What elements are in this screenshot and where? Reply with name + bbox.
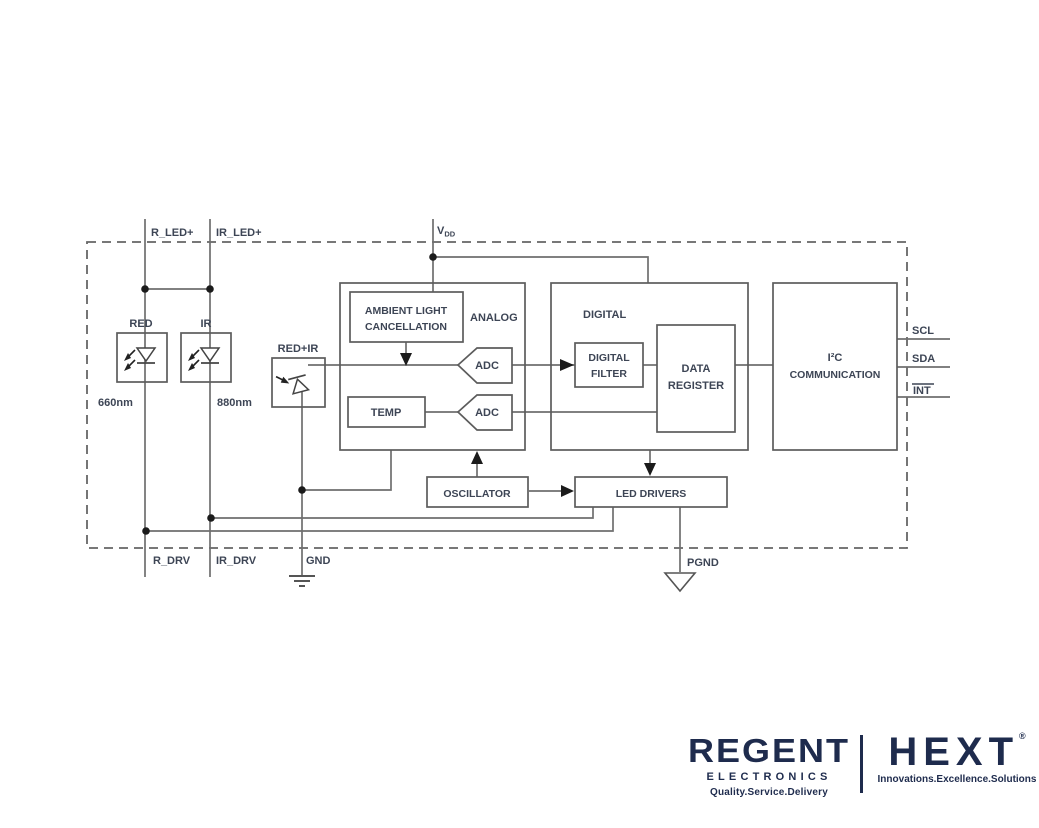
- photodiode-box: [271, 357, 326, 408]
- label-oscillator: OSCILLATOR: [443, 488, 511, 500]
- adc2-pentagon: [456, 394, 513, 431]
- label-ir-drv: IR_DRV: [216, 555, 257, 567]
- regent-electronics-text: ELECTRONICS: [706, 771, 832, 783]
- hext-wordmark: HEXT: [888, 730, 1020, 774]
- label-data-register-1: DATA: [682, 363, 711, 375]
- wire-r-drv: [146, 507, 614, 532]
- label-data-register-2: REGISTER: [668, 380, 724, 392]
- wire-analog-to-gnd: [302, 450, 392, 491]
- oscillator-box: [426, 476, 529, 508]
- label-ir: IR: [201, 318, 212, 330]
- red-led-box: [116, 332, 168, 383]
- label-led-drivers: LED DRIVERS: [616, 488, 687, 500]
- label-i2c-2: COMMUNICATION: [790, 369, 881, 381]
- analog-block: [339, 282, 526, 451]
- label-sda: SDA: [912, 353, 935, 365]
- label-digital-filter-1: DIGITAL: [588, 352, 630, 364]
- label-temp: TEMP: [371, 407, 402, 419]
- hext-tagline: Innovations.Excellence.Solutions: [877, 774, 1037, 785]
- ambient-light-cancellation-box: [349, 291, 464, 343]
- chip-boundary-dashed-box: [86, 241, 908, 549]
- regent-logo: REGENT ELECTRONICS Quality.Service.Deliv…: [683, 733, 855, 798]
- digital-block: [550, 282, 749, 451]
- label-adc2: ADC: [475, 407, 499, 419]
- adc1-pentagon: [456, 347, 513, 384]
- data-register-box: [656, 324, 736, 433]
- label-880nm: 880nm: [217, 397, 252, 409]
- arrowheads: [400, 353, 656, 497]
- label-pgnd: PGND: [687, 557, 719, 569]
- label-red-plus-ir: RED+IR: [278, 343, 319, 355]
- label-r-led-plus: R_LED+: [151, 227, 194, 239]
- red-led-icon: [124, 347, 157, 371]
- hext-logo: HEXT® Innovations.Excellence.Solutions: [873, 731, 1039, 785]
- label-i2c-1: I²C: [828, 352, 843, 364]
- ir-led-icon: [188, 347, 221, 371]
- digital-filter-box: [574, 342, 644, 388]
- i2c-block: [772, 282, 898, 451]
- logo-divider: [860, 735, 863, 793]
- pgnd-icon: [663, 572, 697, 593]
- led-drivers-box: [574, 476, 728, 508]
- regent-wordmark: REGENT: [687, 731, 850, 770]
- label-scl: SCL: [912, 325, 934, 337]
- label-660nm: 660nm: [98, 397, 133, 409]
- arrow-ambient-down: [400, 353, 412, 366]
- gnd-icon: [289, 575, 315, 587]
- regent-tagline: Quality.Service.Delivery: [709, 787, 828, 798]
- footer-logo: REGENT ELECTRONICS Quality.Service.Deliv…: [683, 727, 1039, 819]
- label-ambient-2: CANCELLATION: [365, 321, 447, 333]
- registered-mark-icon: ®: [1019, 731, 1026, 741]
- label-ambient-1: AMBIENT LIGHT: [365, 305, 448, 317]
- arrow-into-drivers: [644, 463, 656, 476]
- arrow-osc-up: [471, 451, 483, 464]
- label-analog: ANALOG: [470, 312, 518, 324]
- label-digital: DIGITAL: [583, 309, 626, 321]
- temp-box: [347, 396, 426, 428]
- label-vdd: VDD: [437, 225, 456, 239]
- vdd-base: V: [437, 225, 445, 237]
- wire-ir-drv: [211, 507, 594, 519]
- label-ir-led-plus: IR_LED+: [216, 227, 262, 239]
- hext-wordmark-row: HEXT®: [873, 731, 1039, 772]
- wire-vdd-branch: [433, 256, 649, 283]
- junction-dots: [141, 253, 437, 535]
- vdd-subscript: DD: [444, 230, 455, 239]
- blocks: [116, 282, 898, 508]
- label-adc1: ADC: [475, 360, 499, 372]
- wires: [144, 219, 950, 577]
- arrow-into-digital: [560, 359, 574, 371]
- label-int: INT: [913, 385, 931, 397]
- arrow-osc-right: [561, 485, 574, 497]
- label-gnd: GND: [306, 555, 331, 567]
- label-digital-filter-2: FILTER: [591, 368, 627, 380]
- photodiode-icon: [275, 374, 311, 395]
- label-red: RED: [129, 318, 152, 330]
- label-r-drv: R_DRV: [153, 555, 191, 567]
- ir-led-box: [180, 332, 232, 383]
